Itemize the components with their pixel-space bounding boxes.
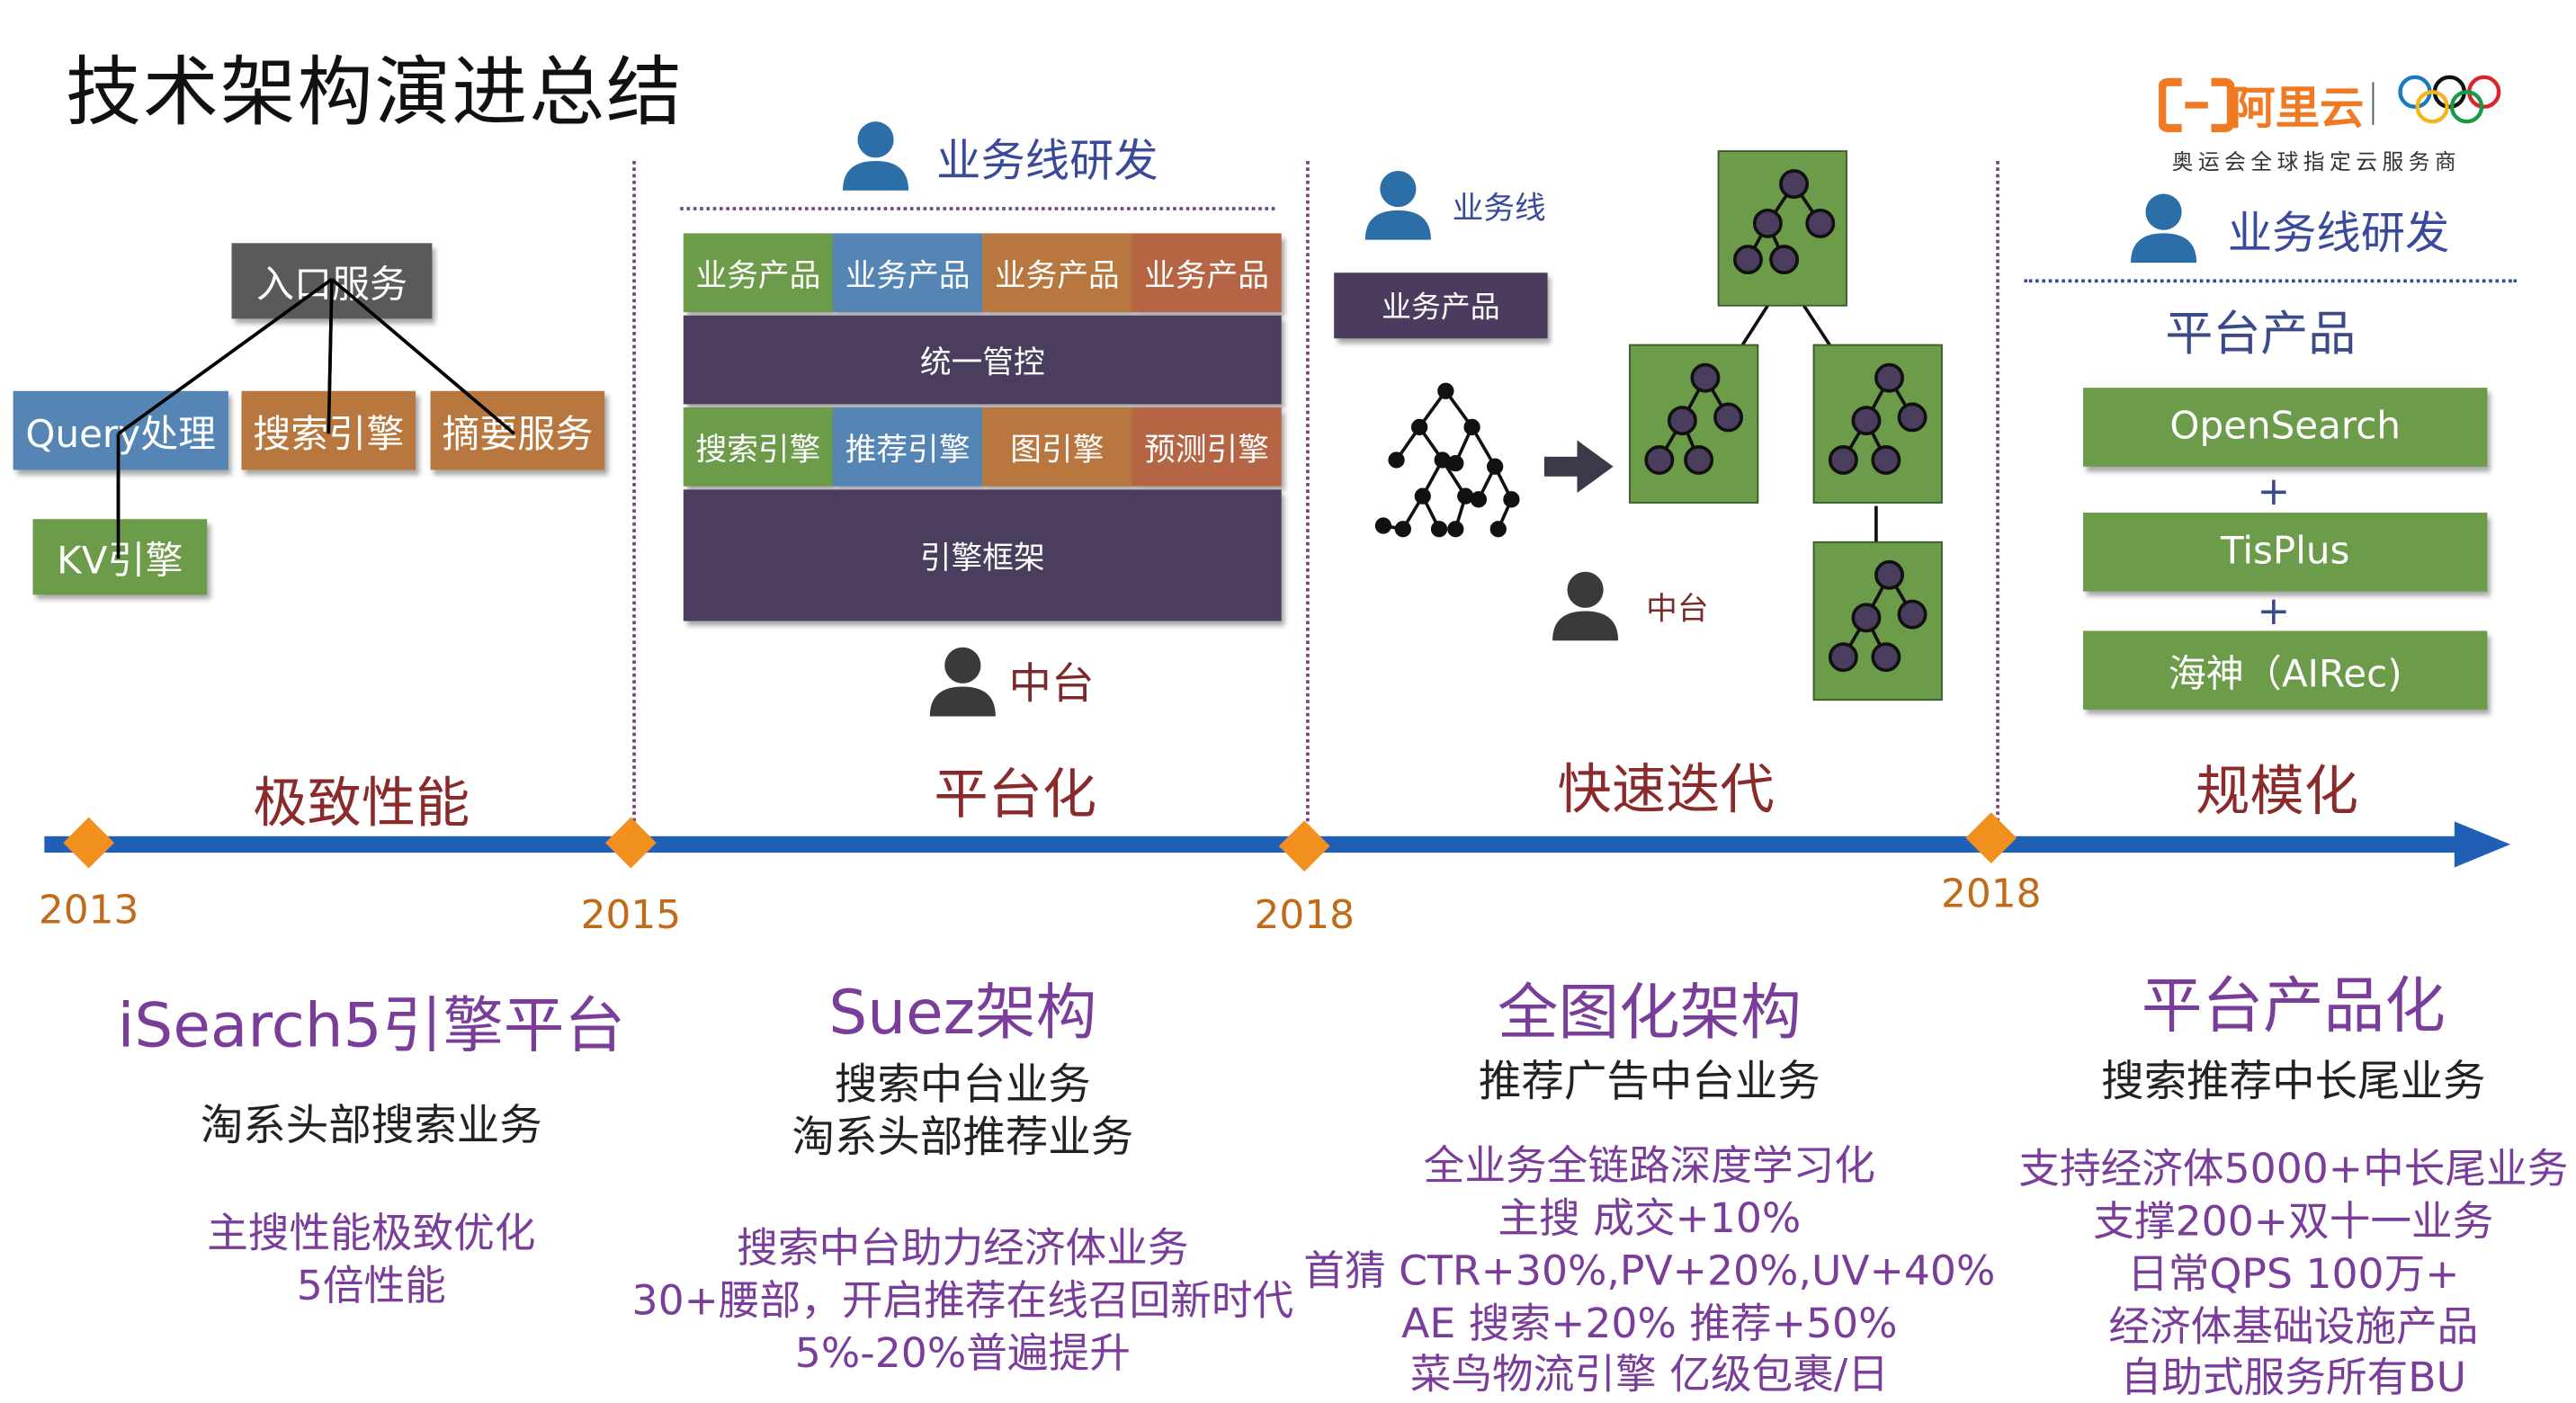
divider-1 (632, 161, 636, 835)
business-line-label: 业务线 (1452, 190, 1546, 228)
brand-name: 阿里云 (2231, 84, 2365, 135)
year-label: 2018 (1254, 891, 1355, 939)
column-result: 5倍性能 (296, 1261, 446, 1309)
engine-box-search: 搜索引擎 (683, 407, 834, 487)
brand-divider (2372, 82, 2375, 125)
unified-control-box: 统一管控 (683, 315, 1282, 405)
column-title: 平台产品化 (2141, 970, 2446, 1042)
slide-title: 技术架构演进总结 (66, 47, 684, 137)
plus-sign: + (2257, 468, 2291, 514)
column-result: 自助式服务所有BU (2120, 1354, 2467, 1402)
engine-box-recommend: 推荐引擎 (833, 407, 983, 487)
column-title: Suez架构 (828, 977, 1097, 1049)
connector-line (326, 279, 334, 434)
person-icon (1552, 571, 1619, 641)
year-label: 2013 (38, 887, 139, 934)
graph-box (1812, 541, 1943, 702)
column-result: 日常QPS 100万+ (2127, 1250, 2460, 1299)
person-icon (843, 121, 909, 191)
phase4-dotted-line (2024, 279, 2518, 283)
connector-line (330, 278, 515, 435)
graph-box (1812, 344, 1943, 504)
person-icon (2131, 193, 2197, 264)
column-title: 全图化架构 (1497, 977, 1802, 1049)
column-result: 支持经济体5000+中长尾业务 (2018, 1145, 2569, 1193)
graph-architecture-diagram (1374, 150, 1943, 702)
timeline-marker (604, 817, 657, 869)
year-label: 2015 (580, 891, 682, 939)
person-icon (1364, 170, 1431, 240)
middle-platform-label: 中台 (1008, 660, 1095, 710)
brand-tagline: 奥运会全球指定云服务商 (2171, 151, 2462, 176)
product-box-1: 业务产品 (683, 233, 834, 313)
summary-service-box: 摘要服务 (430, 390, 605, 470)
column-subtitle: 淘系头部搜索业务 (200, 1102, 542, 1152)
olympic-rings-icon (2398, 75, 2501, 124)
column-result: AE 搜索+20% 推荐+50% (1401, 1299, 1898, 1347)
person-icon (929, 647, 996, 717)
column-result: 首猜 CTR+30%,PV+20%,UV+40% (1303, 1247, 1996, 1295)
column-subtitle: 搜索中台业务 (834, 1061, 1091, 1111)
phase-label-scale: 规模化 (2196, 758, 2358, 824)
aliyun-logo-icon (2159, 77, 2235, 133)
airec-box: 海神（AIRec) (2083, 630, 2488, 710)
column-subtitle: 搜索推荐中长尾业务 (2101, 1058, 2486, 1108)
column-subtitle: 推荐广告中台业务 (1478, 1058, 1820, 1108)
platform-products-label: 平台产品 (2165, 305, 2357, 362)
column-result: 5%-20%普遍提升 (794, 1328, 1131, 1377)
phase-label-performance: 极致性能 (253, 770, 470, 835)
year-label: 2018 (1940, 871, 2042, 917)
tisplus-box: TisPlus (2083, 512, 2488, 592)
timeline-marker (63, 817, 115, 869)
divider-3 (1996, 161, 1999, 835)
timeline-marker (1278, 820, 1330, 872)
column-subtitle: 淘系头部推荐业务 (792, 1113, 1134, 1164)
product-box-4: 业务产品 (1131, 233, 1282, 313)
column-result: 支撑200+双十一业务 (2093, 1197, 2494, 1246)
column-result: 主搜 成交+10% (1498, 1194, 1802, 1242)
connector-line (117, 278, 334, 435)
opensearch-box: OpenSearch (2083, 388, 2488, 467)
phase-label-platform: 平台化 (934, 762, 1097, 827)
tree-icon (1374, 382, 1520, 538)
engine-framework-box: 引擎框架 (683, 489, 1282, 621)
phase4-business-rd-label: 业务线研发 (2227, 208, 2450, 260)
phase1-connectors-overlay (116, 278, 515, 559)
column-result: 主搜性能极致优化 (207, 1209, 536, 1257)
product-box-2: 业务产品 (833, 233, 983, 313)
column-result: 搜索中台助力经济体业务 (737, 1223, 1189, 1272)
column-result: 30+腰部，开启推荐在线召回新时代 (631, 1276, 1294, 1325)
divider-2 (1306, 161, 1310, 835)
column-result: 菜鸟物流引擎 亿级包裹/日 (1409, 1350, 1889, 1399)
kv-engine-box: KV引擎 (32, 519, 208, 595)
column-result: 经济体基础设施产品 (2108, 1302, 2479, 1351)
graph-box (1717, 150, 1847, 307)
graph-box (1629, 344, 1759, 504)
timeline-arrow (44, 812, 2510, 872)
arrow-right-icon (1543, 440, 1614, 494)
column-title: iSearch5引擎平台 (117, 990, 625, 1062)
phase2-dotted-line (680, 207, 1275, 210)
engine-box-graph: 图引擎 (982, 407, 1132, 487)
phase3-middle-label: 中台 (1646, 591, 1709, 628)
phase3-product-box: 业务产品 (1334, 273, 1548, 339)
brand-logo: 阿里云 奥运会全球指定云服务商 (2155, 72, 2517, 187)
business-rd-label: 业务线研发 (936, 136, 1158, 188)
phase-label-iteration: 快速迭代 (1557, 757, 1775, 822)
timeline-marker (1965, 812, 2017, 864)
product-box-3: 业务产品 (982, 233, 1132, 313)
engine-box-predict: 预测引擎 (1131, 407, 1282, 487)
column-result: 全业务全链路深度学习化 (1423, 1141, 1875, 1190)
plus-sign: + (2257, 587, 2291, 635)
